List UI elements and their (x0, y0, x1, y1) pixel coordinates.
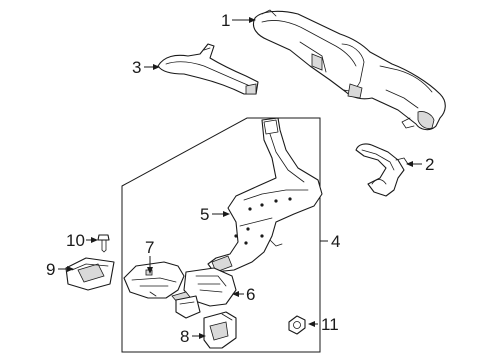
leader-lines (58, 17, 422, 339)
part-10-clip (97, 234, 110, 253)
callout-1: 1 (221, 11, 230, 30)
callout-2: 2 (425, 155, 434, 174)
assembly-frame (121, 117, 321, 353)
callout-9: 9 (46, 260, 55, 279)
part-3-side-duct (157, 43, 259, 95)
part-1-upper-duct (252, 9, 446, 131)
callout-6: 6 (246, 285, 255, 304)
part-7-rear-duct (123, 261, 185, 299)
part-5-floor-duct (207, 117, 323, 273)
callout-7: 7 (145, 238, 154, 257)
part-9-grille (65, 257, 115, 291)
callout-4: 4 (331, 232, 340, 251)
callout-5: 5 (200, 205, 209, 224)
part-6-connector (171, 267, 237, 319)
callout-3: 3 (132, 58, 141, 77)
part-11-nut (288, 315, 306, 335)
part-8-bracket (203, 311, 237, 349)
callout-8: 8 (180, 327, 189, 346)
callout-11: 11 (321, 315, 339, 334)
callout-10: 10 (66, 231, 85, 250)
part-2-side-duct (355, 143, 409, 197)
